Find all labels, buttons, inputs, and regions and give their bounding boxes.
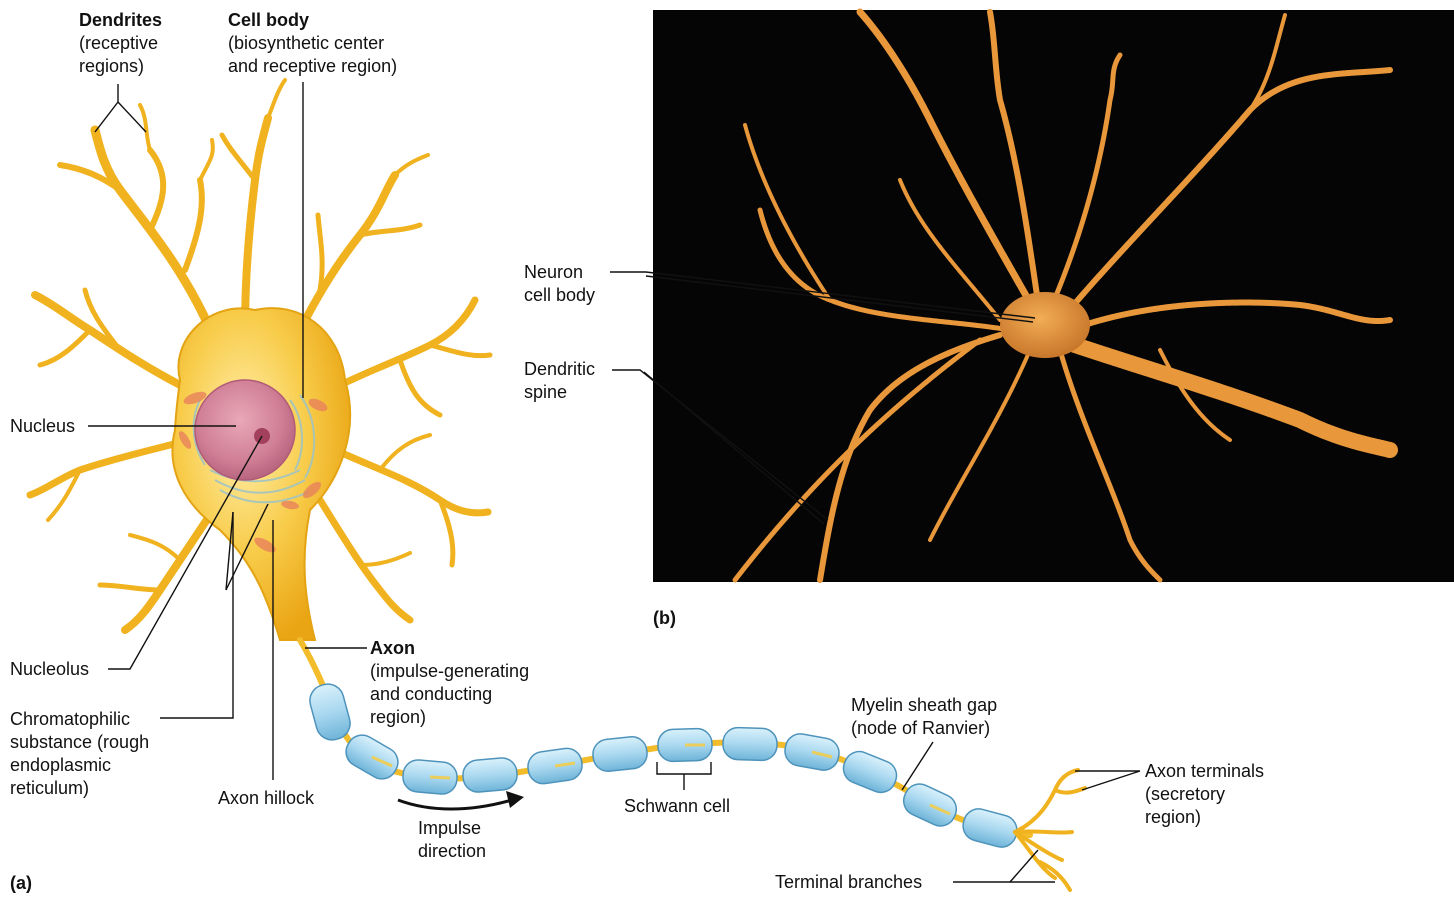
axon-desc-1: (impulse-generating bbox=[370, 660, 529, 683]
myelin-gap-line-2: (node of Ranvier) bbox=[851, 717, 997, 740]
schwann-cell-label: Schwann cell bbox=[624, 795, 730, 818]
axon-terminals-line-2: (secretory bbox=[1145, 783, 1264, 806]
dendritic-spine-line-2: spine bbox=[524, 381, 595, 404]
dendrites-desc-2: regions) bbox=[79, 55, 162, 78]
panel-a-tag: (a) bbox=[10, 872, 32, 895]
chromatophilic-label: Chromatophilic substance (rough endoplas… bbox=[10, 708, 149, 800]
chromatophilic-line-1: Chromatophilic bbox=[10, 708, 149, 731]
axon-terminals bbox=[1015, 770, 1085, 890]
axon-title: Axon bbox=[370, 637, 529, 660]
neuron-cell-body-label: Neuron cell body bbox=[524, 261, 595, 307]
impulse-line-2: direction bbox=[418, 840, 486, 863]
impulse-line-1: Impulse bbox=[418, 817, 486, 840]
dendrites-title: Dendrites bbox=[79, 9, 162, 32]
myelin-gap-line-1: Myelin sheath gap bbox=[851, 694, 997, 717]
chromatophilic-line-3: endoplasmic bbox=[10, 754, 149, 777]
cell-body-title: Cell body bbox=[228, 9, 397, 32]
impulse-direction-arrow bbox=[398, 800, 512, 809]
neuron-cell-body-line-1: Neuron bbox=[524, 261, 595, 284]
axon-terminals-label: Axon terminals (secretory region) bbox=[1145, 760, 1264, 829]
neuron-cell-body-line-2: cell body bbox=[524, 284, 595, 307]
dendrites-desc-1: (receptive bbox=[79, 32, 162, 55]
axon-terminals-line-1: Axon terminals bbox=[1145, 760, 1264, 783]
dendritic-spine-label: Dendritic spine bbox=[524, 358, 595, 404]
chromatophilic-line-4: reticulum) bbox=[10, 777, 149, 800]
dendritic-spine-line-1: Dendritic bbox=[524, 358, 595, 381]
dendrites-label: Dendrites (receptive regions) bbox=[79, 9, 162, 78]
myelin-gap-label: Myelin sheath gap (node of Ranvier) bbox=[851, 694, 997, 740]
nucleolus-label: Nucleolus bbox=[10, 658, 89, 681]
axon-desc-2: and conducting bbox=[370, 683, 529, 706]
axon-hillock-label: Axon hillock bbox=[218, 787, 314, 810]
chromatophilic-line-2: substance (rough bbox=[10, 731, 149, 754]
axon-terminals-line-3: region) bbox=[1145, 806, 1264, 829]
cell-body-desc-2: and receptive region) bbox=[228, 55, 397, 78]
cell-body-label: Cell body (biosynthetic center and recep… bbox=[228, 9, 397, 78]
panel-b-tag: (b) bbox=[653, 607, 676, 630]
axon-desc-3: region) bbox=[370, 706, 529, 729]
impulse-arrowhead bbox=[506, 791, 524, 808]
terminal-branches-label: Terminal branches bbox=[775, 871, 922, 894]
impulse-direction-label: Impulse direction bbox=[418, 817, 486, 863]
micrograph-panel bbox=[653, 10, 1454, 582]
cell-body-desc-1: (biosynthetic center bbox=[228, 32, 397, 55]
axon-label: Axon (impulse-generating and conducting … bbox=[370, 637, 529, 729]
nucleus-label: Nucleus bbox=[10, 415, 75, 438]
micrograph-cell-body bbox=[1000, 292, 1090, 358]
